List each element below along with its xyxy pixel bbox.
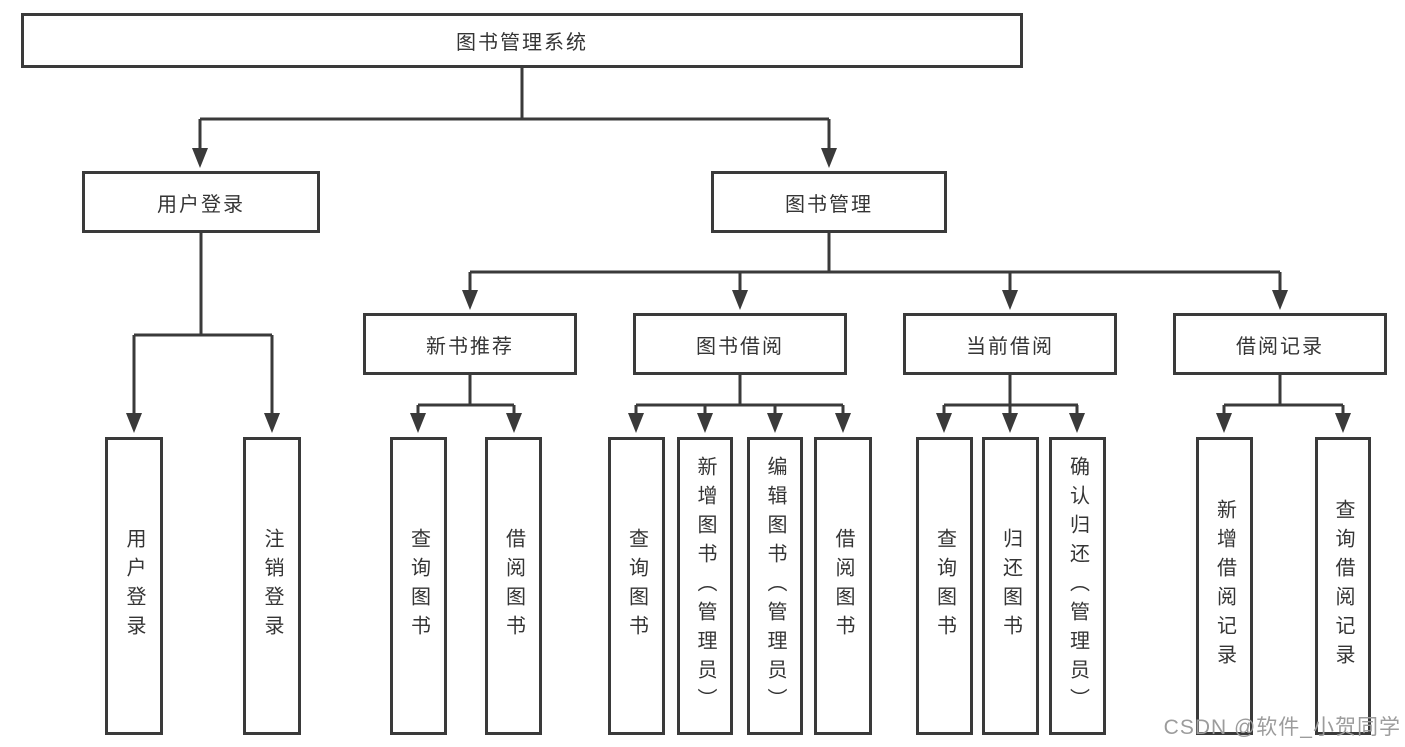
node-book-borrow: 图书借阅 — [633, 313, 847, 375]
arrowhead — [1335, 413, 1351, 433]
node-book-management: 图书管理 — [711, 171, 947, 233]
arrowhead — [835, 413, 851, 433]
node-label: 用户登录 — [123, 528, 145, 644]
node-label: 编辑图书（管理员） — [764, 455, 786, 717]
edge-root-to-level1 — [198, 68, 831, 150]
edge-borrow-record-children — [1222, 375, 1345, 414]
node-borrow-record: 借阅记录 — [1173, 313, 1387, 375]
node-leaf-user-login: 用户登录 — [105, 437, 163, 735]
node-leaf-add-borrow-record: 新增借阅记录 — [1196, 437, 1253, 735]
arrowhead — [936, 413, 952, 433]
arrowhead — [767, 413, 783, 433]
node-current-borrow: 当前借阅 — [903, 313, 1117, 375]
edge-book-borrow-children — [634, 375, 845, 414]
edge-book-management-children — [468, 233, 1282, 291]
arrowhead — [1216, 413, 1232, 433]
node-label: 借阅图书 — [502, 528, 525, 644]
arrowhead — [1272, 290, 1288, 310]
node-label: 用户登录 — [157, 193, 245, 216]
node-root: 图书管理系统 — [21, 13, 1023, 68]
node-label: 注销登录 — [261, 528, 283, 644]
arrowhead — [1002, 413, 1018, 433]
node-new-book-recommend: 新书推荐 — [363, 313, 577, 375]
arrowhead — [126, 413, 142, 433]
node-label: 查询图书 — [625, 528, 648, 644]
node-label: 图书管理系统 — [456, 32, 588, 54]
arrowhead — [1069, 413, 1085, 433]
node-leaf-return-book: 归还图书 — [982, 437, 1039, 735]
watermark: CSDN @软件_小贺同学 — [1163, 716, 1401, 739]
arrowhead — [1002, 290, 1018, 310]
node-label: 新增图书（管理员） — [694, 455, 716, 717]
node-user-login: 用户登录 — [82, 171, 320, 233]
node-label: 新书推荐 — [426, 335, 514, 358]
node-label: 当前借阅 — [966, 335, 1054, 358]
node-leaf-query-book-c: 查询图书 — [916, 437, 973, 735]
arrowhead — [192, 148, 208, 168]
arrowhead — [462, 290, 478, 310]
arrowhead — [628, 413, 644, 433]
node-label: 确认归还（管理员） — [1066, 455, 1089, 717]
node-leaf-edit-book: 编辑图书（管理员） — [747, 437, 803, 735]
node-leaf-add-book: 新增图书（管理员） — [677, 437, 733, 735]
edge-current-borrow-children — [942, 375, 1079, 414]
edge-user-login-children — [132, 233, 274, 414]
node-leaf-query-book-a: 查询图书 — [390, 437, 447, 735]
arrowhead — [732, 290, 748, 310]
node-leaf-borrow-book-a: 借阅图书 — [485, 437, 542, 735]
edge-new-book-recommend-children — [416, 375, 516, 414]
arrowhead — [697, 413, 713, 433]
node-label: 查询图书 — [933, 528, 956, 644]
node-label: 借阅图书 — [832, 528, 854, 644]
node-leaf-confirm-return: 确认归还（管理员） — [1049, 437, 1106, 735]
node-leaf-logout: 注销登录 — [243, 437, 301, 735]
node-label: 图书管理 — [785, 193, 873, 216]
node-leaf-query-borrow-record: 查询借阅记录 — [1315, 437, 1371, 735]
node-label: 归还图书 — [999, 528, 1022, 644]
node-label: 新增借阅记录 — [1213, 499, 1236, 673]
arrowhead — [506, 413, 522, 433]
arrowhead — [264, 413, 280, 433]
node-label: 图书借阅 — [696, 335, 784, 358]
node-label: 查询借阅记录 — [1332, 499, 1354, 673]
node-label: 借阅记录 — [1236, 335, 1324, 358]
node-label: 查询图书 — [407, 528, 430, 644]
arrowhead — [410, 413, 426, 433]
node-leaf-borrow-book-b: 借阅图书 — [814, 437, 872, 735]
node-leaf-query-book-b: 查询图书 — [608, 437, 665, 735]
arrowhead — [821, 148, 837, 168]
